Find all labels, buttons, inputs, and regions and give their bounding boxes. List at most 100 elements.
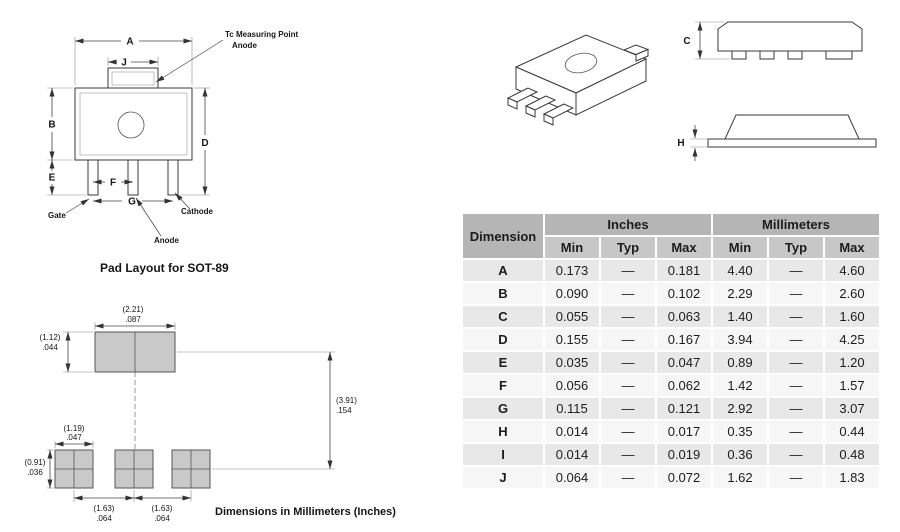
- svg-text:(1.12): (1.12): [40, 333, 61, 342]
- svg-text:.154: .154: [336, 406, 352, 415]
- dimension-cell: A: [463, 260, 543, 281]
- inches-typ-cell: —: [601, 352, 655, 373]
- mm-min-cell: 0.89: [713, 352, 767, 373]
- dimension-cell: E: [463, 352, 543, 373]
- end-view-body: [724, 114, 860, 140]
- cathode-lead: [167, 159, 179, 196]
- dim-c: C: [683, 21, 730, 60]
- mm-min-cell: 1.40: [713, 306, 767, 327]
- dim-j-label: J: [121, 58, 127, 69]
- svg-text:.036: .036: [27, 468, 43, 477]
- mm-max-cell: 0.44: [825, 421, 879, 442]
- dimension-cell: J: [463, 467, 543, 488]
- inches-max-cell: 0.072: [657, 467, 711, 488]
- svg-text:(1.63): (1.63): [94, 504, 115, 513]
- inches-typ-cell: —: [601, 421, 655, 442]
- body-right-face: [575, 58, 647, 116]
- mm-max-cell: 1.57: [825, 375, 879, 396]
- dim-g-label: G: [128, 197, 136, 208]
- inches-min-cell: 0.055: [545, 306, 599, 327]
- tab-pad: [94, 331, 176, 373]
- front-view-drawing: A J B E D: [47, 30, 299, 245]
- dimension-cell: D: [463, 329, 543, 350]
- dim-pad-width: (1.19) .047: [54, 424, 94, 448]
- dimension-table-section: Dimension Inches Millimeters Min Typ Max…: [461, 212, 883, 490]
- dimension-cell: F: [463, 375, 543, 396]
- tc-point-hole: [564, 52, 598, 74]
- dim-j: J: [107, 57, 159, 69]
- svg-text:.044: .044: [42, 343, 58, 352]
- package-outline: [74, 67, 193, 196]
- dim-f-label: F: [110, 178, 116, 189]
- dimension-table: Dimension Inches Millimeters Min Typ Max…: [461, 212, 881, 490]
- svg-text:.064: .064: [154, 514, 170, 523]
- mm-typ-cell: —: [769, 329, 823, 350]
- dim-d: D: [180, 87, 210, 196]
- mm-max-cell: 1.60: [825, 306, 879, 327]
- table-row: B 0.090 — 0.102 2.29 — 2.60: [463, 283, 879, 304]
- inches-max-cell: 0.102: [657, 283, 711, 304]
- mm-typ-cell: —: [769, 283, 823, 304]
- tc-measuring-point-label: Tc Measuring Point: [225, 30, 299, 39]
- inches-max-cell: 0.062: [657, 375, 711, 396]
- mm-typ-cell: —: [769, 444, 823, 465]
- dim-tab-pad-height: (1.12) .044: [40, 331, 93, 373]
- inches-min-cell: 0.014: [545, 421, 599, 442]
- dimension-cell: G: [463, 398, 543, 419]
- inches-typ-cell: —: [601, 329, 655, 350]
- dim-c-label: C: [683, 36, 690, 47]
- table-group-header-row: Dimension Inches Millimeters: [463, 214, 879, 258]
- lead-frame-plate: [707, 138, 877, 148]
- anode-bottom-label: Anode: [154, 236, 179, 245]
- svg-text:.087: .087: [125, 315, 141, 324]
- mm-max-cell: 1.20: [825, 352, 879, 373]
- svg-text:.064: .064: [96, 514, 112, 523]
- inches-typ-cell: —: [601, 375, 655, 396]
- inches-max-cell: 0.121: [657, 398, 711, 419]
- dim-f: F: [93, 178, 133, 189]
- table-subheader-row: Min Typ Max Min Typ Max: [463, 237, 879, 258]
- inches-min-cell: 0.173: [545, 260, 599, 281]
- dimension-cell: I: [463, 444, 543, 465]
- dim-a: A: [74, 37, 193, 85]
- table-row: F 0.056 — 0.062 1.42 — 1.57: [463, 375, 879, 396]
- tab-side-face: [635, 48, 649, 62]
- anode-top-label: Anode: [232, 41, 257, 50]
- dim-b-label: B: [48, 120, 55, 131]
- lead-pads: [54, 449, 211, 489]
- table-row: C 0.055 — 0.063 1.40 — 1.60: [463, 306, 879, 327]
- dim-h: H: [677, 125, 708, 161]
- callout-cathode: Cathode: [174, 192, 214, 216]
- millimeters-group-header: Millimeters: [713, 214, 879, 235]
- mm-min-cell: 0.35: [713, 421, 767, 442]
- dim-g: G: [93, 197, 173, 208]
- mm-typ-cell: —: [769, 421, 823, 442]
- mm-min-cell: 1.62: [713, 467, 767, 488]
- dim-row-pitch: (3.91) .154: [177, 351, 357, 470]
- mm-min-cell: 4.40: [713, 260, 767, 281]
- svg-text:(0.91): (0.91): [25, 458, 46, 467]
- inches-group-header: Inches: [545, 214, 711, 235]
- svg-text:(1.19): (1.19): [64, 424, 85, 433]
- table-row: I 0.014 — 0.019 0.36 — 0.48: [463, 444, 879, 465]
- svg-text:(1.63): (1.63): [152, 504, 173, 513]
- table-row: J 0.064 — 0.072 1.62 — 1.83: [463, 467, 879, 488]
- gate-lead: [87, 159, 99, 196]
- inches-min-cell: 0.014: [545, 444, 599, 465]
- mm-typ-cell: —: [769, 352, 823, 373]
- inches-typ-cell: —: [601, 283, 655, 304]
- dim-e: E: [47, 160, 86, 196]
- dim-b: B: [47, 87, 73, 161]
- svg-text:(3.91): (3.91): [336, 396, 357, 405]
- side-view: [717, 21, 863, 60]
- mm-typ-cell: —: [769, 398, 823, 419]
- inches-typ-header: Typ: [601, 237, 655, 258]
- table-row: A 0.173 — 0.181 4.40 — 4.60: [463, 260, 879, 281]
- inches-typ-cell: —: [601, 306, 655, 327]
- svg-text:.047: .047: [66, 433, 82, 442]
- dim-d-label: D: [201, 138, 208, 149]
- mm-max-cell: 2.60: [825, 283, 879, 304]
- pad-layout-drawing: Pad Layout for SOT-89 (2.21) .087 (1.12)…: [25, 261, 397, 523]
- inches-min-header: Min: [545, 237, 599, 258]
- package-3d-and-side-views: C H: [506, 21, 877, 161]
